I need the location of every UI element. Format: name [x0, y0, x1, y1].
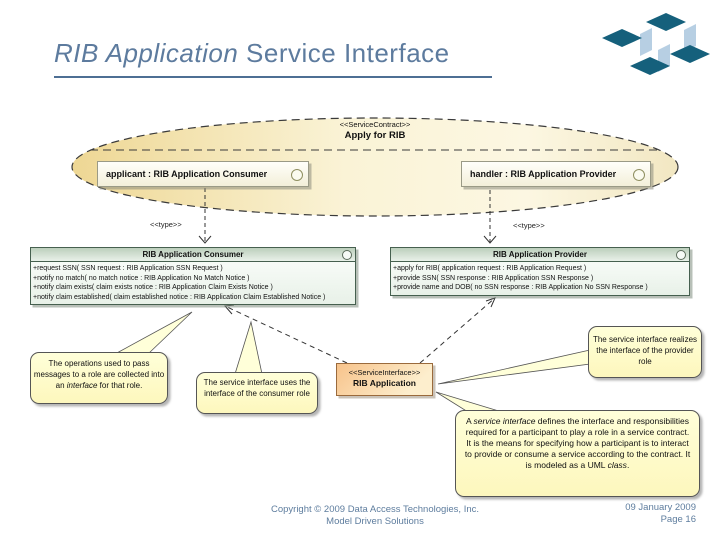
role-applicant: applicant : RIB Application Consumer [97, 161, 309, 187]
callout-text: The service interface uses the interface… [203, 378, 311, 398]
page-number: Page 16 [660, 514, 696, 525]
collaboration-name: Apply for RIB [344, 130, 406, 141]
arrowhead-consumer-icon [223, 304, 235, 315]
service-interface-box: <<ServiceInterface>> RIB Application [336, 363, 433, 396]
slide-date: 09 January 2009 [625, 502, 696, 513]
callout-text: defines the interface and responsibiliti… [464, 416, 691, 470]
callout-tail-left [114, 311, 193, 355]
callout-text: for that role. [97, 381, 143, 390]
interface-circle-icon [633, 169, 645, 181]
operation-line: +provide SSN( SSN response : RIB Applica… [393, 274, 594, 282]
callout-operations-note: The operations used to pass messages to … [30, 352, 168, 404]
callout-text: . [626, 460, 630, 470]
collaboration-title: <<ServiceContract>> Apply for RIB [275, 120, 475, 141]
arrowhead-down-right-icon [483, 235, 497, 244]
footer-date: 09 January 2009 Page 16 [550, 502, 696, 526]
role-handler: handler : RIB Application Provider [461, 161, 651, 187]
title-underline [54, 76, 492, 78]
operation-line: +notify claim exists( claim exists notic… [33, 284, 273, 291]
callout-text-italic: interface [66, 381, 98, 390]
page-title-italic: RIB Application [54, 38, 239, 68]
callout-text: The service interface realizes the inter… [592, 335, 698, 366]
interface-circle-icon [342, 250, 352, 260]
operation-line: +request SSN( SSN request : RIB Applicat… [33, 265, 223, 272]
class-provider-name: RIB Application Provider [493, 250, 587, 259]
callout-tail-bottom [435, 391, 503, 413]
callout-text: The operations used to pass messages to … [33, 359, 165, 390]
callout-provider-note: The service interface realizes the inter… [588, 326, 702, 378]
page-title: RIB Application Service Interface [54, 38, 450, 69]
operation-line: +provide name and DOB( no SSN response :… [393, 284, 648, 291]
callout-text-italic: service interface [473, 416, 536, 426]
class-consumer: RIB Application Consumer +request SSN( S… [30, 247, 356, 305]
type-label-right: <<type>> [513, 221, 545, 230]
class-provider-header: RIB Application Provider [391, 248, 689, 262]
realization-line-provider [419, 297, 496, 364]
class-consumer-header: RIB Application Consumer [31, 248, 355, 262]
realization-line-consumer [224, 305, 348, 364]
callout-definition-note: A service interface defines the interfac… [455, 410, 700, 497]
callout-consumer-note: The service interface uses the interface… [196, 372, 318, 414]
class-provider-operations: +apply for RIB( application request : RI… [391, 262, 689, 295]
operation-line: +apply for RIB( application request : RI… [393, 265, 587, 272]
callout-tail-right [437, 349, 591, 385]
class-consumer-name: RIB Application Consumer [142, 250, 244, 259]
callout-tail-middle [234, 320, 263, 375]
copyright-line2: Model Driven Solutions [326, 516, 424, 527]
arrowhead-provider-icon [485, 297, 496, 308]
role-applicant-label: applicant : RIB Application Consumer [106, 169, 268, 179]
callout-text: A [465, 416, 474, 426]
company-logo-icon [602, 13, 710, 75]
copyright-line1: Copyright © 2009 Data Access Technologie… [270, 504, 480, 515]
collaboration-stereotype: <<ServiceContract>> [339, 120, 411, 129]
page-title-rest: Service Interface [238, 38, 450, 68]
class-consumer-operations: +request SSN( SSN request : RIB Applicat… [31, 262, 355, 304]
footer-copyright: Copyright © 2009 Data Access Technologie… [218, 504, 532, 528]
operation-line: +notify no match( no match notice : RIB … [33, 274, 250, 282]
service-interface-stereotype: <<ServiceInterface>> [348, 368, 421, 377]
interface-circle-icon [676, 250, 686, 260]
callout-text-italic: class [607, 460, 627, 470]
role-handler-label: handler : RIB Application Provider [470, 169, 617, 179]
type-label-left: <<type>> [150, 220, 182, 229]
operation-line: +notify claim established( claim establi… [33, 293, 326, 301]
arrowhead-down-left-icon [198, 235, 212, 244]
service-interface-name: RIB Application [353, 378, 416, 388]
class-provider: RIB Application Provider +apply for RIB(… [390, 247, 690, 296]
collaboration-ellipse [71, 117, 679, 217]
interface-circle-icon [291, 169, 303, 181]
